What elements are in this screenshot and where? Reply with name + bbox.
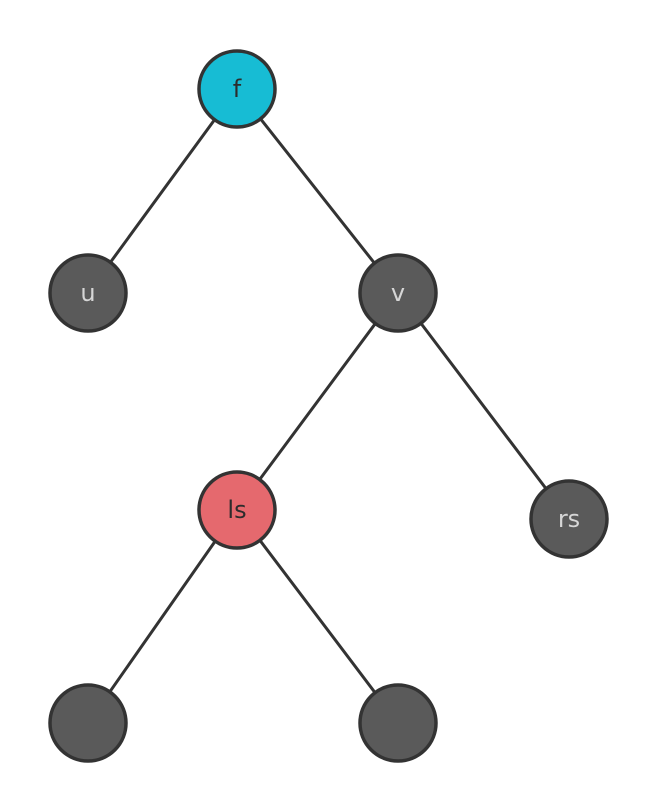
node-circle-v: [358, 253, 438, 333]
node-label-u: u: [80, 279, 95, 307]
node-label-rs: rs: [558, 505, 580, 533]
node-circle-ls: [197, 470, 277, 550]
node-circle-u: [48, 253, 128, 333]
node-circle-ls-right: [358, 683, 438, 763]
nodes-layer: f u v ls rs: [48, 49, 609, 763]
node-label-f: f: [233, 75, 242, 103]
node-label-ls: ls: [227, 496, 246, 524]
tree-node-ls: ls: [197, 470, 277, 550]
tree-node-ls-right: [358, 683, 438, 763]
tree-node-u: u: [48, 253, 128, 333]
node-circle-f: [197, 49, 277, 129]
edge-v-rs: [396, 291, 571, 521]
edge-v-ls: [235, 291, 400, 512]
tree-node-v: v: [358, 253, 438, 333]
node-label-v: v: [391, 279, 405, 307]
tree-node-ls-left: [48, 683, 128, 763]
edge-ls-ls-right: [235, 508, 400, 725]
edges-layer: [86, 87, 571, 725]
node-circle-rs: [529, 479, 609, 559]
edge-f-v: [235, 87, 400, 295]
tree-node-rs: rs: [529, 479, 609, 559]
node-circle-ls-left: [48, 683, 128, 763]
edge-f-u: [86, 87, 239, 295]
tree-node-f: f: [197, 49, 277, 129]
edge-ls-ls-left: [86, 508, 239, 725]
